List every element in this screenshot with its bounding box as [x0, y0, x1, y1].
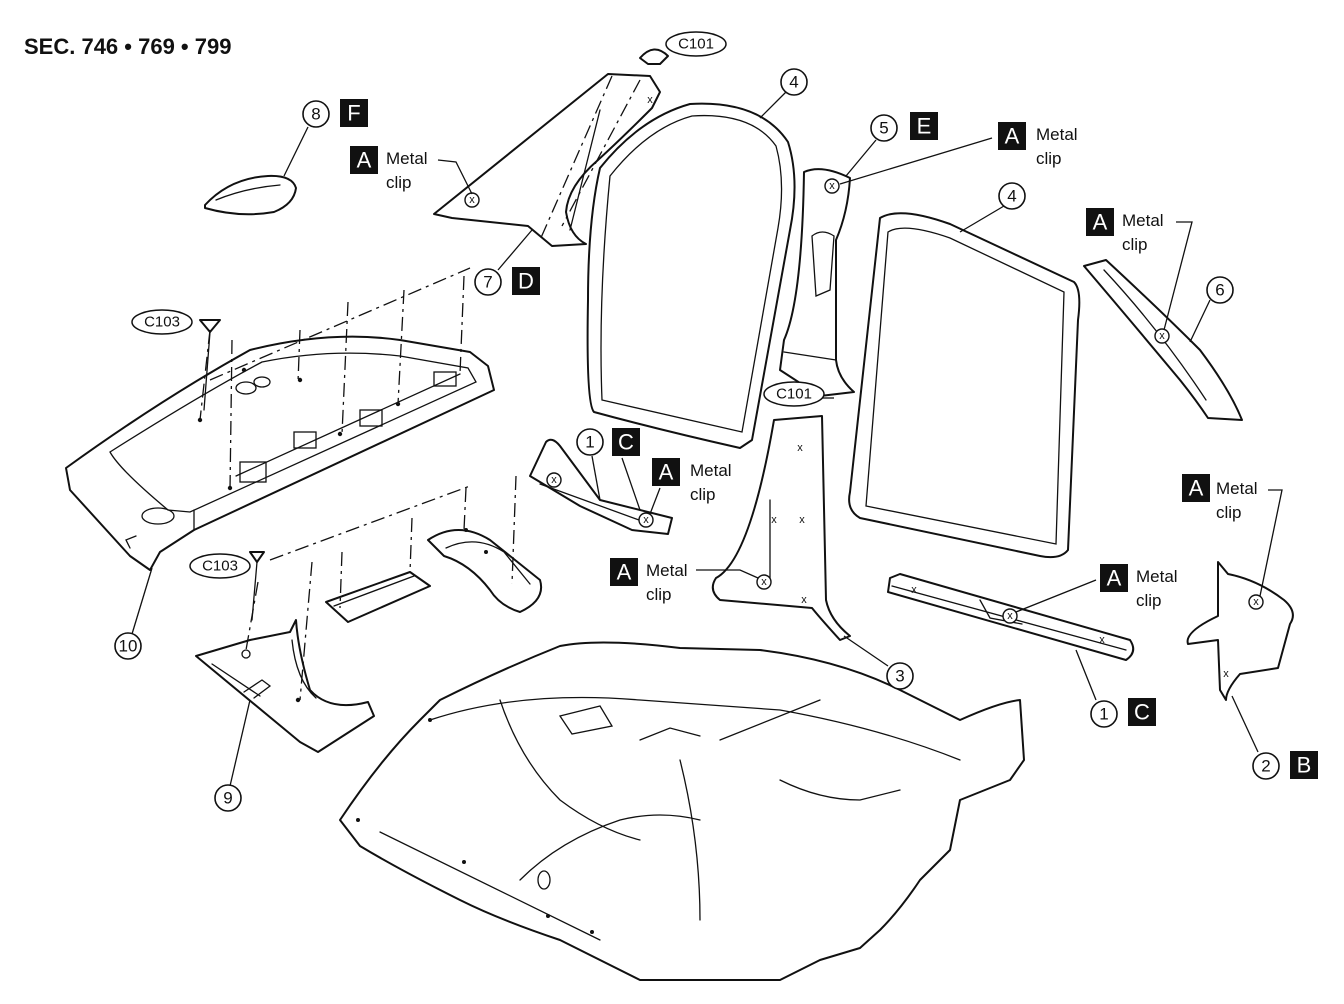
svg-text:Metal: Metal	[1216, 479, 1258, 498]
metal-clip-label-5: A Metal clip	[610, 558, 759, 604]
svg-text:C101: C101	[776, 386, 812, 403]
callout-part-4-right: 4	[998, 182, 1026, 210]
svg-text:Metal: Metal	[386, 149, 428, 168]
svg-text:7: 7	[483, 273, 492, 292]
svg-text:A: A	[357, 148, 372, 173]
svg-text:A: A	[659, 460, 674, 485]
svg-text:C103: C103	[144, 314, 180, 331]
svg-text:x: x	[797, 442, 803, 454]
svg-text:x: x	[1253, 596, 1259, 608]
svg-text:x: x	[1007, 610, 1013, 622]
svg-text:x: x	[1159, 330, 1165, 342]
svg-text:Metal: Metal	[1122, 211, 1164, 230]
svg-text:D: D	[518, 269, 534, 294]
svg-text:A: A	[1189, 476, 1204, 501]
connector-c103-left: C103	[131, 309, 221, 411]
svg-text:clip: clip	[1216, 503, 1242, 522]
connector-c101-middle: C101	[763, 381, 834, 407]
callout-part-6: 6	[1206, 276, 1234, 304]
part-1-left-drawing	[529, 438, 673, 535]
part-9-drawing	[195, 485, 471, 787]
svg-text:E: E	[917, 114, 932, 139]
svg-text:4: 4	[1007, 187, 1016, 206]
callout-part-8: 8 F	[302, 99, 368, 128]
svg-text:C103: C103	[202, 558, 238, 575]
callout-part-10: 10	[114, 632, 142, 660]
svg-text:x: x	[469, 194, 475, 206]
wheelhouse-trim-drawing	[325, 475, 542, 623]
part-4-left-drawing	[586, 91, 796, 449]
callout-part-2: 2 B	[1252, 751, 1318, 780]
part-3-drawing	[711, 415, 889, 667]
callout-part-1-right: 1 C	[1090, 698, 1156, 728]
svg-text:Metal: Metal	[690, 461, 732, 480]
svg-text:10: 10	[119, 637, 138, 656]
svg-text:Metal: Metal	[1036, 125, 1078, 144]
clip-markers: x x x x x x x x x x x x x x x x	[464, 94, 1264, 680]
callout-part-9: 9	[214, 784, 242, 812]
callout-part-4-left: 4	[780, 68, 808, 96]
part-8-drawing	[204, 126, 309, 216]
svg-text:6: 6	[1215, 281, 1224, 300]
connector-c103-right: C103	[189, 551, 265, 621]
svg-text:x: x	[551, 474, 557, 486]
svg-text:9: 9	[223, 789, 232, 808]
svg-text:3: 3	[895, 667, 904, 686]
metal-clip-label-4: A Metal clip	[649, 458, 732, 515]
part-4-right-drawing	[848, 205, 1081, 559]
part-10-drawing	[65, 267, 495, 635]
svg-text:x: x	[829, 180, 835, 192]
svg-text:A: A	[1005, 124, 1020, 149]
part-1-right-drawing	[887, 573, 1135, 701]
svg-text:1: 1	[1099, 705, 1108, 724]
svg-text:x: x	[1099, 634, 1105, 646]
svg-text:2: 2	[1261, 757, 1270, 776]
svg-text:x: x	[799, 514, 805, 526]
svg-text:B: B	[1297, 753, 1312, 778]
part-5-drawing	[779, 139, 877, 397]
metal-clip-label-2: A Metal clip	[839, 122, 1078, 185]
svg-text:A: A	[617, 560, 632, 585]
svg-text:x: x	[771, 514, 777, 526]
metal-clip-label-1: A Metal clip	[350, 146, 473, 195]
svg-text:x: x	[647, 94, 653, 106]
svg-text:clip: clip	[1036, 149, 1062, 168]
svg-text:A: A	[1093, 210, 1108, 235]
svg-text:clip: clip	[690, 485, 716, 504]
svg-text:A: A	[1107, 566, 1122, 591]
svg-text:Metal: Metal	[1136, 567, 1178, 586]
svg-text:x: x	[643, 514, 649, 526]
part-7-drawing	[433, 73, 661, 271]
svg-text:5: 5	[879, 119, 888, 138]
section-title: SEC. 746 • 769 • 799	[24, 34, 231, 59]
svg-text:x: x	[1223, 668, 1229, 680]
svg-text:x: x	[761, 576, 767, 588]
callout-part-5: 5 E	[870, 112, 938, 142]
svg-text:Metal: Metal	[646, 561, 688, 580]
svg-text:F: F	[347, 101, 360, 126]
svg-text:clip: clip	[1136, 591, 1162, 610]
svg-text:x: x	[911, 584, 917, 596]
svg-text:C: C	[1134, 700, 1150, 725]
svg-text:4: 4	[789, 73, 798, 92]
svg-text:x: x	[801, 594, 807, 606]
floor-carpet-drawing	[339, 641, 1025, 981]
svg-text:1: 1	[585, 433, 594, 452]
svg-text:clip: clip	[386, 173, 412, 192]
callout-part-3: 3	[886, 662, 914, 690]
callout-part-7: 7 D	[474, 267, 540, 296]
svg-text:C101: C101	[678, 36, 714, 53]
metal-clip-label-7: A Metal clip	[1182, 474, 1283, 597]
svg-text:clip: clip	[646, 585, 672, 604]
svg-text:C: C	[618, 430, 634, 455]
svg-text:clip: clip	[1122, 235, 1148, 254]
svg-text:8: 8	[311, 105, 320, 124]
metal-clip-label-6: A Metal clip	[1015, 564, 1178, 613]
metal-clip-label-3: A Metal clip	[1086, 208, 1193, 331]
connector-c101-top: C101	[639, 31, 727, 65]
part-2-drawing	[1186, 561, 1294, 753]
callout-part-1-left: 1 C	[576, 428, 640, 456]
